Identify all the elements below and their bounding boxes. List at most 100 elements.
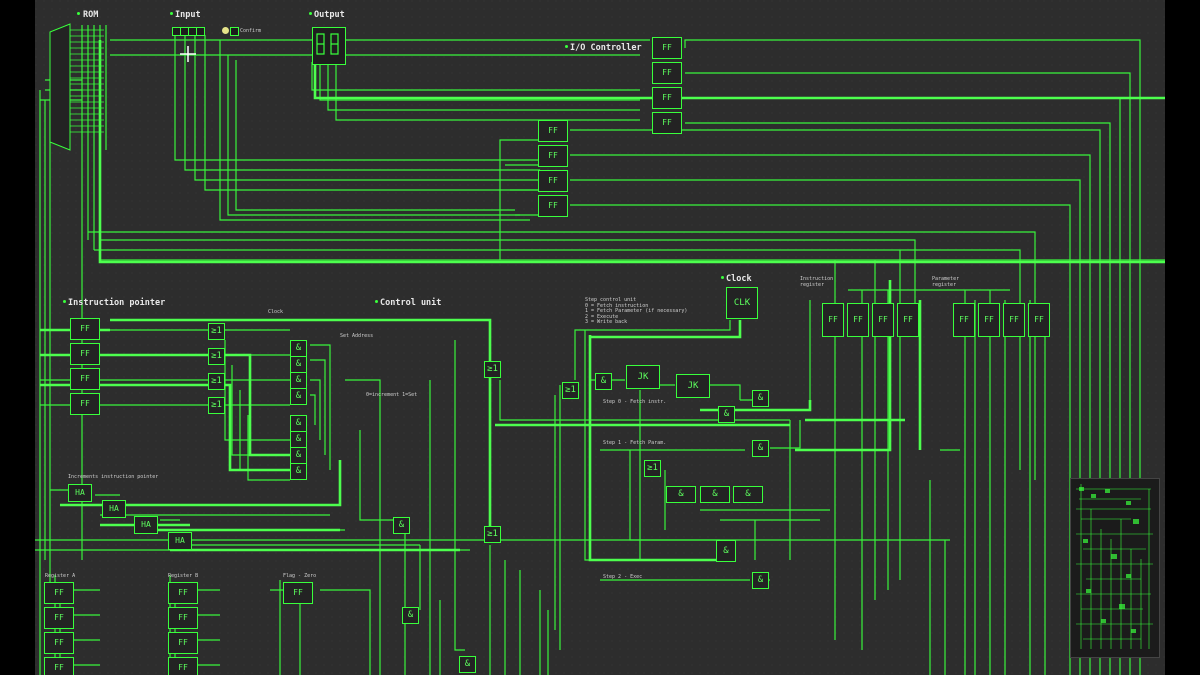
and-gate-3[interactable]: & <box>290 372 307 389</box>
buffer-ff-4[interactable]: FF <box>538 195 568 217</box>
reg-b-ff-1[interactable]: FF <box>168 582 198 604</box>
circuit-canvas[interactable] <box>35 0 1165 675</box>
buffer-ff-1[interactable]: FF <box>538 120 568 142</box>
cu-and-gate-2[interactable]: & <box>402 607 419 624</box>
step-and-gate-2[interactable]: & <box>752 390 769 407</box>
clock-label: Clock <box>726 274 752 284</box>
and-gate-1[interactable]: & <box>290 340 307 357</box>
step1-and-gate-1[interactable]: & <box>666 486 696 503</box>
flag-zero-label: Flag - Zero <box>283 573 317 579</box>
step-or-gate[interactable]: ≥1 <box>562 382 579 399</box>
cu-and-gate-1[interactable]: & <box>393 517 410 534</box>
ip-or-gate-4[interactable]: ≥1 <box>208 397 225 414</box>
step1-and-gate-2[interactable]: & <box>700 486 730 503</box>
rom-label: ROM <box>83 10 99 20</box>
io-ff-1[interactable]: FF <box>652 37 682 59</box>
cu-or-gate-2[interactable]: ≥1 <box>484 526 501 543</box>
step1-or-gate[interactable]: ≥1 <box>644 460 661 477</box>
ir-ff-1[interactable]: FF <box>822 303 844 337</box>
io-ff-4[interactable]: FF <box>652 112 682 134</box>
pr-ff-3[interactable]: FF <box>1003 303 1025 337</box>
step-and-gate-4[interactable]: & <box>752 440 769 457</box>
reg-a-ff-2[interactable]: FF <box>44 607 74 629</box>
minimap-preview <box>1076 484 1153 649</box>
reg-b-ff-3[interactable]: FF <box>168 632 198 654</box>
jk-flipflop-2[interactable]: JK <box>676 374 710 398</box>
pr-ff-4[interactable]: FF <box>1028 303 1050 337</box>
ip-or-gate-3[interactable]: ≥1 <box>208 373 225 390</box>
and-gate-7[interactable]: & <box>290 447 307 464</box>
increment-set-label: 0=increment 1=Set <box>366 392 418 398</box>
io-ff-3[interactable]: FF <box>652 87 682 109</box>
io-ff-2[interactable]: FF <box>652 62 682 84</box>
increments-ip-label: Increments instruction pointer <box>68 474 159 480</box>
input-label-dot <box>170 12 173 15</box>
half-adder-3[interactable]: HA <box>134 516 158 534</box>
ip-or-gate-2[interactable]: ≥1 <box>208 348 225 365</box>
parameter-register-label: Parameter register <box>932 276 960 288</box>
reg-a-ff-3[interactable]: FF <box>44 632 74 654</box>
step1-and-gate-3[interactable]: & <box>733 486 763 503</box>
ip-ff-1[interactable]: FF <box>70 318 100 340</box>
register-b-label: Register B <box>168 573 199 579</box>
buffer-ff-3[interactable]: FF <box>538 170 568 192</box>
and-gate-8[interactable]: & <box>290 463 307 480</box>
input-label: Input <box>175 10 201 20</box>
rom-chip[interactable] <box>40 22 104 152</box>
register-a-label: Register A <box>45 573 76 579</box>
clock-generator[interactable]: CLK <box>726 287 758 319</box>
crosshair-cursor-icon <box>180 46 196 62</box>
pr-ff-1[interactable]: FF <box>953 303 975 337</box>
canvas-grid <box>35 0 1165 675</box>
reg-a-ff-1[interactable]: FF <box>44 582 74 604</box>
half-adder-1[interactable]: HA <box>68 484 92 502</box>
ir-ff-4[interactable]: FF <box>897 303 919 337</box>
and-gate-2[interactable]: & <box>290 356 307 373</box>
step2-label: Step 2 - Exec <box>603 574 643 580</box>
and-gate-4[interactable]: & <box>290 388 307 405</box>
step-control-notes: Step control unit 0 = Fetch instruction … <box>585 297 688 325</box>
seven-segment-display <box>312 27 346 65</box>
cu-or-gate-1[interactable]: ≥1 <box>484 361 501 378</box>
flag-zero-ff[interactable]: FF <box>283 582 313 604</box>
ip-ff-2[interactable]: FF <box>70 343 100 365</box>
ip-or-gate-1[interactable]: ≥1 <box>208 323 225 340</box>
half-adder-2[interactable]: HA <box>102 500 126 518</box>
circuit-minimap[interactable] <box>1070 478 1160 658</box>
ip-ff-4[interactable]: FF <box>70 393 100 415</box>
io-label-dot <box>565 45 568 48</box>
ip-ff-3[interactable]: FF <box>70 368 100 390</box>
ir-ff-3[interactable]: FF <box>872 303 894 337</box>
output-label-dot <box>309 12 312 15</box>
step-and-gate-3[interactable]: & <box>718 406 735 423</box>
step1-and-gate-4[interactable]: & <box>716 540 736 562</box>
rom-label-dot <box>77 12 80 15</box>
set-address-label: Set Address <box>340 333 374 339</box>
pr-ff-2[interactable]: FF <box>978 303 1000 337</box>
step2-and-gate[interactable]: & <box>752 572 769 589</box>
ir-ff-2[interactable]: FF <box>847 303 869 337</box>
clock-label-dot <box>721 276 724 279</box>
control-unit-label: Control unit <box>380 298 442 308</box>
seven-segment-icon <box>316 33 339 55</box>
buffer-ff-2[interactable]: FF <box>538 145 568 167</box>
half-adder-4[interactable]: HA <box>168 532 192 550</box>
confirm-label: Confirm <box>240 28 262 34</box>
and-gate-6[interactable]: & <box>290 431 307 448</box>
io-controller-label: I/O Controller <box>570 43 642 53</box>
reg-a-ff-4[interactable]: FF <box>44 657 74 675</box>
reg-b-ff-2[interactable]: FF <box>168 607 198 629</box>
instruction-register-label: Instruction register <box>800 276 834 288</box>
reg-b-ff-4[interactable]: FF <box>168 657 198 675</box>
step-and-gate-1[interactable]: & <box>595 373 612 390</box>
step0-label: Step 0 - Fetch instr. <box>603 399 667 405</box>
cu-and-gate-3[interactable]: & <box>459 656 476 673</box>
and-gate-5[interactable]: & <box>290 415 307 432</box>
jk-flipflop-1[interactable]: JK <box>626 365 660 389</box>
confirm-output <box>230 27 239 36</box>
ip-label-dot <box>63 300 66 303</box>
input-switch-4[interactable] <box>196 27 205 36</box>
confirm-button[interactable] <box>222 27 229 34</box>
cu-label-dot <box>375 300 378 303</box>
